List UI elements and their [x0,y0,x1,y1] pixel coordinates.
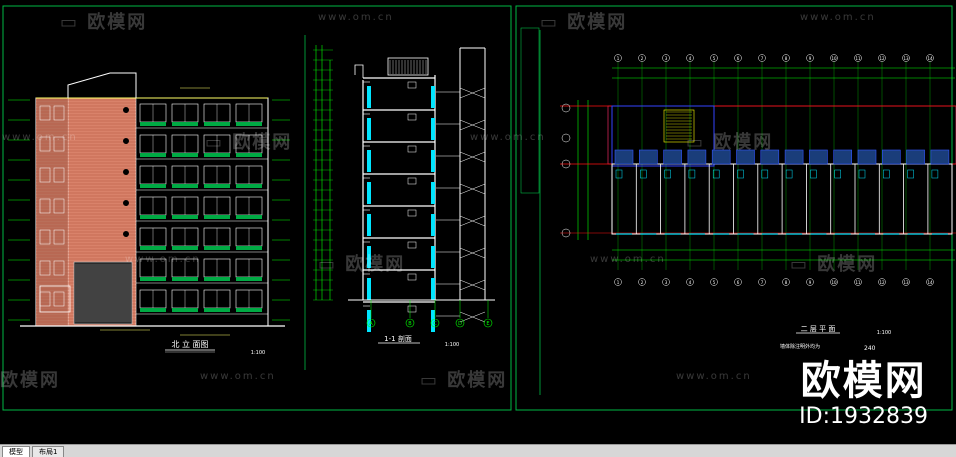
plan-axis-label: 7 [761,280,764,285]
cad-model-space[interactable]: 北 立 面图 1:100 A B C D E 1-1 剖面 1 [0,0,956,444]
plan-axis-label: 9 [809,280,812,285]
tab-layout1[interactable]: 布局1 [32,446,65,457]
plan-axis-label: 14 [927,280,933,285]
section-1-1: A B C D E 1-1 剖面 1:100 [313,45,495,348]
plan-note: 墙体除注明外均为 [780,343,820,350]
elevation-scale: 1:100 [251,350,265,356]
cad-drawing: 北 立 面图 1:100 A B C D E 1-1 剖面 1 [2,5,956,411]
elevation-title: 北 立 面图 [171,339,208,349]
section-grid-label: B [408,321,412,327]
plan-axis-label: 2 [641,56,644,61]
section-grid-label: C [433,321,437,327]
plan-axis-label: 6 [737,280,740,285]
plan-axis-label: 1 [617,280,620,285]
plan-axis-label: 5 [713,280,716,285]
layout-tab-bar: 模型 布局1 [0,444,956,457]
plan-axis-label: 11 [855,56,861,61]
section-scale: 1:100 [445,342,459,348]
plan-axis-label: 11 [855,280,861,285]
plan-axis-label: 13 [903,56,909,61]
plan-axis-label: 12 [879,280,885,285]
brand-id: ID:1932839 [799,404,928,429]
brand-watermark: 欧模网 ID:1932839 [799,358,928,430]
plan-axis-label: 3 [665,280,668,285]
elevation-level-ticks [8,99,290,321]
section-grid-label: D [458,321,462,327]
section-title: 1-1 剖面 [384,334,412,343]
section-grid-axes: A B C D E [366,300,493,328]
plan-axis-label: 4 [689,56,692,61]
plan-title: 二 层 平 面 [801,325,836,333]
elevation-windows [39,103,268,315]
plan-axis-label: 4 [689,280,692,285]
plan-rooms [611,149,953,235]
tab-model[interactable]: 模型 [2,446,30,457]
plan-axis-label: 8 [785,280,788,285]
plan-axis-label: 1 [617,56,620,61]
section-grid-label: A [369,321,373,327]
section-grid-label: E [486,321,489,327]
plan-axis-label: 6 [737,56,740,61]
plan-axis-label: 12 [879,56,885,61]
brand-name: 欧模网 [800,358,927,404]
plan-note-value: 240 [864,345,876,352]
plan-axis-label: 3 [665,56,668,61]
section-floors [363,77,486,332]
plan-axis-label: 8 [785,56,788,61]
plan-axis-label: 9 [809,56,812,61]
section-dimension-ticks [313,49,333,301]
plan-axis-label: 10 [831,56,837,61]
plan-axis-label: 10 [831,280,837,285]
plan-axis-label: 13 [903,280,909,285]
plan-axis-label: 2 [641,280,644,285]
plan-axis-label: 7 [761,56,764,61]
plan-axis-label: 14 [927,56,933,61]
north-elevation: 北 立 面图 1:100 [8,72,290,356]
plan-scale: 1:100 [877,330,891,336]
plan-axis-label: 5 [713,56,716,61]
